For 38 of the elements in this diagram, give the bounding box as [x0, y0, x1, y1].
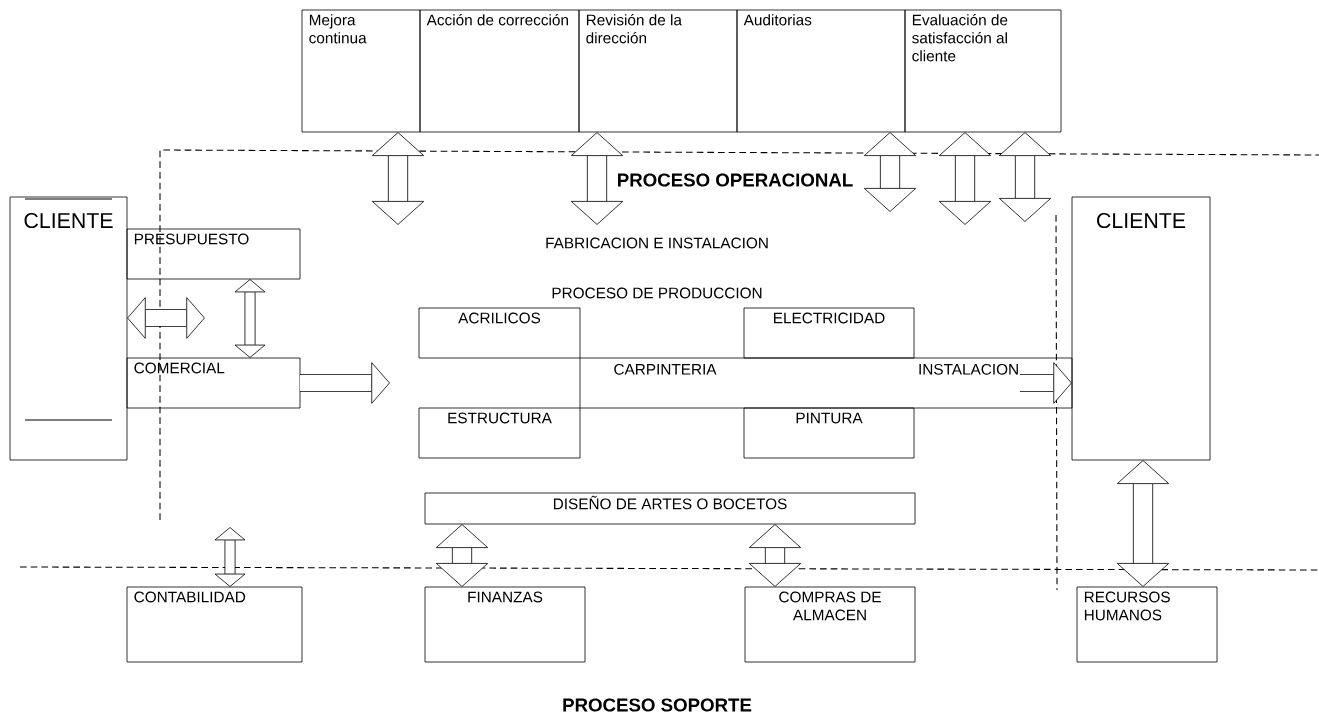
block-arrow [371, 132, 425, 225]
block-arrow [435, 524, 489, 587]
block-arrow [234, 279, 266, 358]
process-box: RECURSOS HUMANOS [1076, 586, 1218, 663]
process-box: Acción de corrección [419, 9, 580, 133]
process-box: Evaluación de satisfacción al cliente [904, 9, 1062, 133]
process-box: COMERCIAL [126, 357, 301, 409]
process-box: Revisión de la dirección [578, 9, 738, 133]
block-arrow [998, 132, 1052, 222]
block-arrow [938, 132, 992, 225]
process-box: Auditorias [736, 9, 906, 133]
process-box: PINTURA [743, 407, 915, 459]
client-box: CLIENTE [1071, 196, 1211, 461]
cell-text: CARPINTERIA [614, 363, 717, 375]
block-arrow [1020, 362, 1072, 404]
process-box: ACRILICOS [418, 307, 581, 359]
block-arrow [1116, 460, 1170, 587]
block-arrow [300, 362, 390, 404]
block-arrow [214, 527, 246, 587]
process-box: COMPRAS DE ALMACEN [744, 586, 916, 663]
section-heading: PROCESO OPERACIONAL [618, 173, 853, 187]
section-heading: PROCESO SOPORTE [563, 698, 752, 712]
client-box: CLIENTE [9, 196, 128, 461]
block-arrow [570, 132, 624, 225]
process-box: ESTRUCTURA [418, 407, 581, 459]
process-box: PRESUPUESTO [126, 228, 301, 280]
process-box: ELECTRICIDAD [743, 307, 915, 359]
block-arrow [127, 297, 205, 339]
block-arrow [863, 132, 917, 212]
process-box: FINANZAS [424, 586, 586, 663]
process-box: Mejora continua [301, 9, 421, 133]
cell-text: INSTALACION [919, 363, 1018, 375]
section-label: PROCESO DE PRODUCCION [552, 287, 762, 299]
block-arrow [748, 524, 802, 587]
process-box: DISEÑO DE ARTES O BOCETOS [424, 492, 916, 525]
band-box [579, 357, 1073, 409]
process-box: CONTABILIDAD [126, 586, 303, 663]
section-label: FABRICACION E INSTALACION [546, 237, 768, 249]
